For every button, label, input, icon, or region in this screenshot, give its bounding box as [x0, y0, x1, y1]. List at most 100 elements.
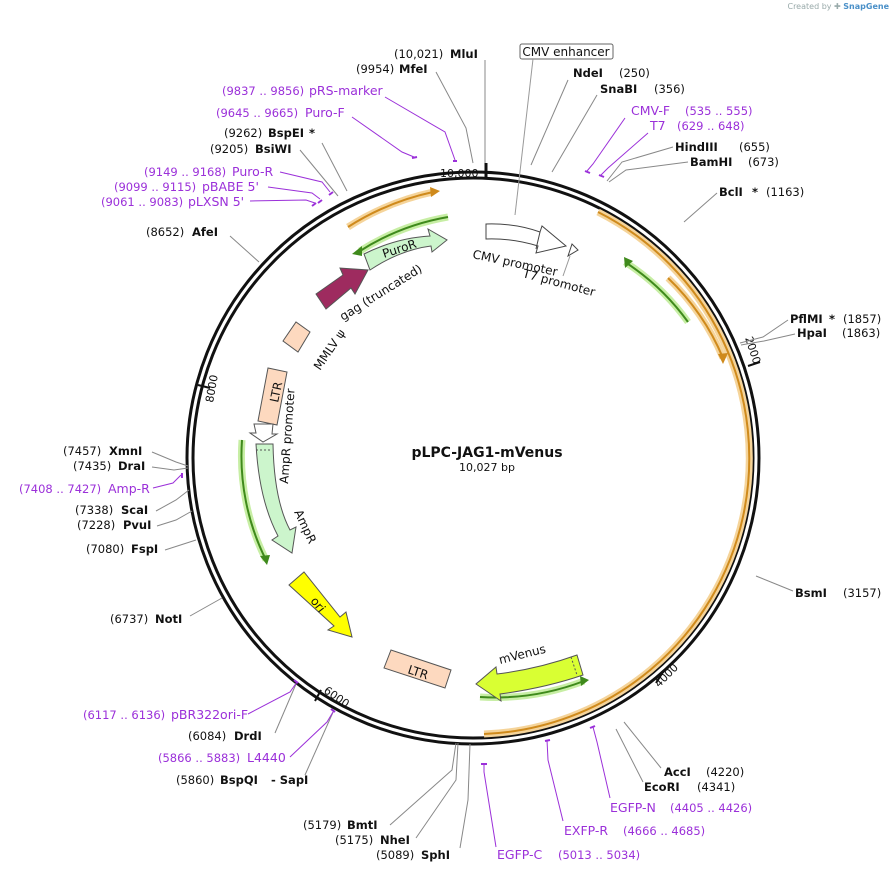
leader-fspi — [164, 539, 197, 551]
site-hindiii[interactable]: HindIII (655) — [675, 140, 770, 154]
site-pvui[interactable]: (7228) PvuI — [77, 518, 151, 532]
primer-t7[interactable]: T7 (629 .. 648) — [649, 118, 745, 133]
feature-ori[interactable]: ori — [288, 571, 353, 638]
feature-cmv-promoter[interactable]: CMV promoter — [471, 223, 568, 279]
feature-t7-promoter[interactable]: T7 promoter — [520, 243, 597, 299]
site-ndei[interactable]: NdeI (250) — [573, 66, 650, 80]
primer-pbabe[interactable]: (9099 .. 9115) pBABE 5' — [114, 179, 259, 194]
mmlv-psi-label: MMLV ψ — [311, 327, 348, 373]
site-sphi[interactable]: (5089) SphI — [376, 848, 450, 862]
site-name-afei: AfeI — [192, 225, 218, 239]
snapgene-logo-icon: ✚ — [834, 2, 841, 11]
site-name-ndei: NdeI — [573, 66, 603, 80]
site-name-scai: ScaI — [121, 503, 148, 517]
site-snabi[interactable]: SnaBI (356) — [600, 82, 685, 96]
site-nhei[interactable]: (5175) NheI — [335, 833, 410, 847]
site-drai[interactable]: (7435) DraI — [73, 459, 145, 473]
site-bsmi[interactable]: BsmI (3157) — [795, 586, 881, 600]
cmv-enhancer-label: CMV enhancer — [522, 45, 609, 59]
site-hpai[interactable]: HpaI (1863) — [797, 326, 880, 340]
primer-name-egfp-c: EGFP-C — [497, 847, 543, 862]
primer-range-l4440: (5866 .. 5883) — [158, 751, 240, 765]
primer-exfp-r[interactable]: EXFP-R (4666 .. 4685) — [564, 823, 705, 838]
mark-t7 — [598, 174, 605, 178]
leader-snabi — [551, 94, 598, 173]
site-name-snabi: SnaBI — [600, 82, 637, 96]
site-afei[interactable]: (8652) AfeI — [146, 225, 218, 239]
leader-hindiii — [606, 146, 674, 182]
t7-promoter-label: T7 promoter — [520, 266, 597, 299]
leader-egfp-n — [592, 726, 611, 799]
site-bspei[interactable]: (9262) BspEI * — [224, 126, 315, 140]
primer-amp-r[interactable]: (7408 .. 7427) Amp-R — [19, 481, 150, 496]
site-ecori[interactable]: EcoRI (4341) — [644, 780, 735, 794]
site-name-pflmi: PflMI — [790, 312, 823, 326]
primer-pbr322ori-f[interactable]: (6117 .. 6136) pBR322ori-F — [83, 707, 248, 722]
site-pflmi[interactable]: PflMI * (1857) — [790, 312, 881, 326]
primer-egfp-n[interactable]: EGFP-N (4405 .. 4426) — [610, 800, 752, 815]
site-xmni[interactable]: (7457) XmnI — [63, 444, 142, 458]
leader-bamhi — [608, 161, 689, 183]
site-pos-bspqi: (5860) — [176, 773, 214, 787]
site-acci[interactable]: AccI (4220) — [664, 765, 744, 779]
leader-xmni — [151, 451, 189, 467]
site-pos-ecori: (4341) — [697, 780, 735, 794]
leader-sphi — [459, 743, 471, 849]
site-name-hindiii: HindIII — [675, 140, 718, 154]
site-mlui[interactable]: (10,021) MluI — [394, 47, 478, 61]
feature-mvenus[interactable]: mVenus — [475, 642, 589, 703]
feature-cmv-enhancer[interactable]: CMV enhancer — [514, 43, 614, 216]
site-bmti[interactable]: (5179) BmtI — [303, 818, 378, 832]
feature-ltr-bottom[interactable]: LTR — [383, 649, 452, 689]
leader-mfei — [435, 71, 474, 164]
primer-name-pbr322ori-f: pBR322ori-F — [171, 707, 248, 722]
site-pos-bamhi: (673) — [748, 155, 779, 169]
site-fspi[interactable]: (7080) FspI — [86, 542, 158, 556]
leader-egfp-c — [483, 764, 497, 848]
plasmid-size: 10,027 bp — [459, 461, 515, 474]
site-name-pvui: PvuI — [123, 518, 151, 532]
site-scai[interactable]: (7338) ScaI — [75, 503, 148, 517]
ltr-bottom-label: LTR — [406, 663, 430, 683]
cmv-enhancer-box — [519, 43, 614, 60]
leader-pvui — [156, 510, 193, 527]
primer-puro-f[interactable]: (9645 .. 9665) Puro-F — [216, 105, 345, 120]
site-noti[interactable]: (6737) NotI — [110, 612, 182, 626]
t7-promoter-leader — [562, 255, 571, 277]
site-bsiwi[interactable]: (9205) BsiWI — [210, 142, 292, 156]
primer-range-cmv-f: (535 .. 555) — [685, 104, 753, 118]
primer-name-prs-marker: pRS-marker — [309, 83, 384, 98]
primer-puro-r[interactable]: (9149 .. 9168) Puro-R — [144, 164, 273, 179]
site-drdi[interactable]: (6084) DrdI — [188, 729, 262, 743]
leader-ecori — [615, 728, 644, 783]
site-labels: (10,021) MluI (9954) MfeI (9262) BspEI *… — [63, 47, 881, 862]
feature-ampr-promoter[interactable]: AmpR promoter — [248, 388, 298, 484]
site-pos-afei: (8652) — [146, 225, 184, 239]
leader-drai — [151, 466, 189, 471]
site-name-noti: NotI — [155, 612, 182, 626]
primer-cmv-f[interactable]: CMV-F (535 .. 555) — [631, 103, 753, 118]
site-bcli[interactable]: BclI * (1163) — [719, 185, 804, 199]
site-star-pflmi: * — [829, 312, 835, 326]
orange-arrowhead-top — [430, 187, 440, 197]
primer-prs-marker[interactable]: (9837 .. 9856) pRS-marker — [222, 83, 384, 98]
primer-egfp-c[interactable]: EGFP-C (5013 .. 5034) — [497, 847, 640, 862]
site-bspqi[interactable]: (5860) BspQI - SapI — [176, 773, 308, 787]
site-name-mfei: MfeI — [399, 62, 428, 76]
site-pos-hpai: (1863) — [842, 326, 880, 340]
feature-mmlv-psi[interactable]: MMLV ψ — [282, 321, 348, 373]
feature-gag[interactable]: gag (truncated) — [315, 262, 425, 324]
primer-plxsn[interactable]: (9061 .. 9083) pLXSN 5' — [101, 194, 244, 209]
site-star-bcli: * — [752, 185, 758, 199]
primer-name-amp-r: Amp-R — [108, 481, 150, 496]
site-star-bspei: * — [309, 126, 315, 140]
leader-nhei — [415, 742, 459, 839]
mark-l4440 — [330, 708, 336, 713]
primer-l4440[interactable]: (5866 .. 5883) L4440 — [158, 750, 286, 765]
primer-leaders — [152, 96, 649, 848]
site-mfei[interactable]: (9954) MfeI — [356, 62, 428, 76]
primer-range-pbabe: (9099 .. 9115) — [114, 180, 196, 194]
insert-arc-outer-line — [483, 211, 751, 735]
feature-puror[interactable]: PuroR — [363, 227, 448, 271]
site-bamhi[interactable]: BamHI (673) — [690, 155, 779, 169]
